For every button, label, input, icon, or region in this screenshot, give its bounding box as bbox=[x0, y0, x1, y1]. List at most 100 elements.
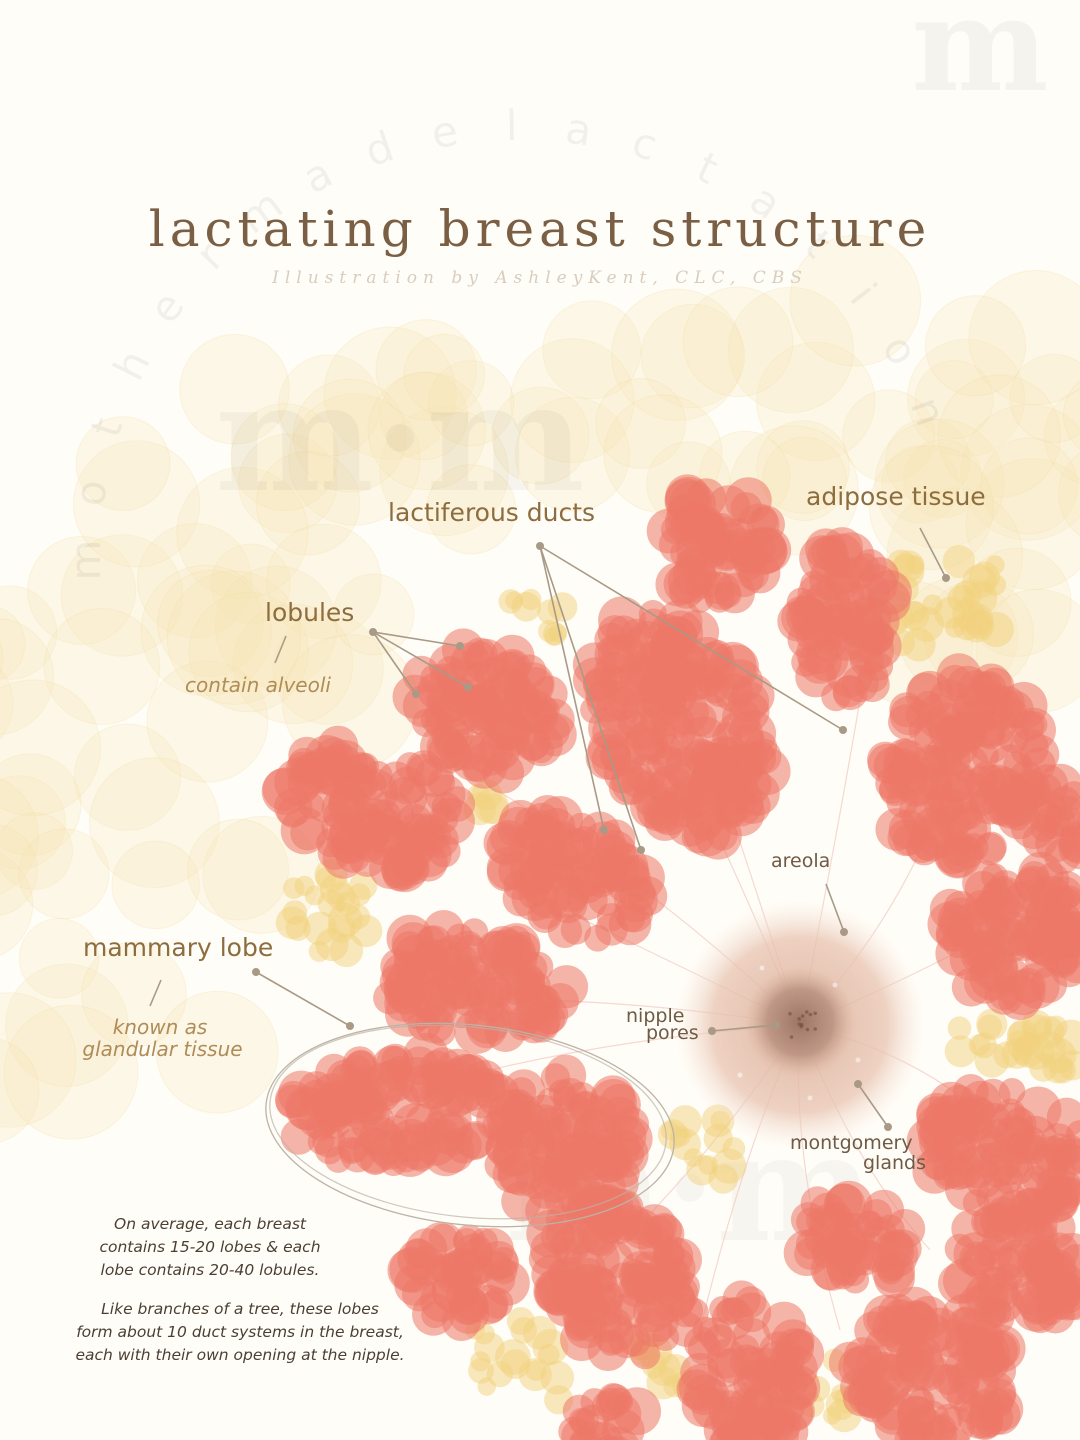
alveolus bbox=[491, 1133, 536, 1177]
alveolus bbox=[935, 1427, 971, 1440]
duct-leader-1-dot bbox=[599, 825, 608, 834]
fat-cell bbox=[1062, 380, 1080, 450]
fat-cell bbox=[255, 451, 361, 556]
montgomery-gland bbox=[855, 1057, 861, 1063]
fat-cell bbox=[73, 440, 201, 568]
fat-cell bbox=[140, 564, 273, 697]
fat-cell bbox=[285, 915, 311, 942]
fat-cell bbox=[978, 611, 1014, 648]
alveolus bbox=[639, 704, 671, 736]
watermark-arc-letter: t bbox=[689, 142, 725, 193]
alveolus bbox=[504, 678, 539, 713]
fat-cell bbox=[727, 286, 855, 414]
alveolus bbox=[863, 651, 894, 681]
fat-cell bbox=[0, 775, 67, 870]
lobule-cluster bbox=[483, 795, 668, 952]
alveolus bbox=[979, 1204, 1013, 1238]
alveolus bbox=[412, 1292, 455, 1336]
alveolus bbox=[427, 964, 466, 1002]
alveolus bbox=[522, 1094, 565, 1137]
alveolus bbox=[975, 1078, 1011, 1114]
alveolus bbox=[569, 1430, 599, 1440]
alveolus bbox=[1022, 1166, 1052, 1195]
fat-cell bbox=[789, 234, 922, 367]
alveolus bbox=[494, 648, 531, 686]
alveolus bbox=[1030, 814, 1058, 842]
alveolus bbox=[499, 799, 542, 843]
fat-cell bbox=[698, 1155, 718, 1175]
nipple-pore bbox=[789, 1035, 794, 1039]
adipose-leader-dot bbox=[941, 573, 950, 582]
fat-cell bbox=[176, 466, 309, 600]
alveolus bbox=[646, 790, 692, 836]
alveolus bbox=[525, 1190, 566, 1232]
alveolus bbox=[866, 1305, 896, 1335]
alveolus bbox=[670, 505, 709, 544]
note-line: contains 15-20 lobes & each bbox=[99, 1238, 321, 1256]
fat-cell bbox=[426, 464, 517, 555]
alveolus bbox=[1058, 824, 1080, 870]
alveolus bbox=[750, 507, 778, 535]
fat-cell bbox=[303, 911, 337, 946]
fat-cell bbox=[379, 406, 509, 537]
lobules-leader-3 bbox=[372, 631, 417, 695]
label-lobules-sub: contain alveoli bbox=[185, 673, 331, 697]
fat-cell bbox=[903, 439, 983, 519]
nipple-pore bbox=[805, 1027, 810, 1032]
fat-cell bbox=[0, 641, 4, 675]
watermark-arc-letter: e bbox=[428, 106, 462, 159]
alveolus bbox=[749, 1356, 778, 1385]
lobule-cluster bbox=[646, 474, 792, 614]
mammary-lobe-leader-dot bbox=[345, 1021, 354, 1030]
alveolus bbox=[838, 1346, 878, 1387]
alveolus bbox=[716, 711, 764, 759]
fat-cell bbox=[0, 585, 58, 680]
alveolus bbox=[454, 1248, 494, 1287]
fat-cell bbox=[885, 418, 971, 504]
alveolus bbox=[719, 1419, 758, 1440]
alveolus bbox=[832, 675, 865, 708]
alveolus bbox=[461, 955, 490, 985]
fat-cell bbox=[0, 824, 38, 917]
watermark-arc-letter: e bbox=[139, 283, 194, 333]
fat-cell bbox=[1043, 389, 1080, 484]
fat-cell bbox=[5, 963, 129, 1087]
alveolus bbox=[554, 859, 582, 888]
nipple-pores-leader-dot bbox=[707, 1027, 716, 1036]
nipple-pore bbox=[797, 1017, 801, 1021]
fat-cell bbox=[944, 1035, 977, 1068]
lobe-ring-inner bbox=[269, 1024, 667, 1220]
alveolus bbox=[816, 535, 847, 566]
alveolus bbox=[701, 783, 730, 811]
alveolus bbox=[372, 1045, 412, 1085]
alveolus bbox=[977, 1131, 1011, 1165]
illustration-credit: Illustration by AshleyKent, CLC, CBS bbox=[272, 268, 808, 288]
alveolus bbox=[962, 860, 1007, 905]
fat-cell bbox=[874, 418, 1005, 549]
nipple-pores-leader-dot bbox=[771, 1020, 780, 1029]
fat-cell bbox=[335, 891, 361, 917]
lobule-cluster bbox=[867, 653, 1060, 879]
lobule-cluster bbox=[777, 527, 912, 712]
lobules-leader-2-dot bbox=[463, 682, 472, 691]
alveolus bbox=[919, 1107, 965, 1153]
lobule-cluster bbox=[482, 1054, 653, 1232]
alveolus bbox=[476, 1291, 508, 1323]
label-lactiferous-ducts: lactiferous ducts bbox=[388, 498, 596, 527]
alveolus bbox=[400, 1064, 442, 1106]
lobule-cluster bbox=[783, 1180, 926, 1299]
fat-cell bbox=[188, 591, 309, 713]
fat-cell bbox=[515, 396, 630, 512]
alveolus bbox=[608, 902, 652, 946]
duct-leader-3 bbox=[539, 545, 844, 731]
watermark-arc-letter: a bbox=[563, 104, 595, 156]
alveolus bbox=[907, 831, 942, 866]
alveolus bbox=[988, 979, 1020, 1011]
lobule-cluster bbox=[938, 1189, 1080, 1336]
fat-cell bbox=[985, 555, 1005, 575]
duct-leader-2-dot bbox=[636, 845, 645, 854]
alveolus bbox=[489, 710, 531, 752]
lobule-cluster bbox=[392, 628, 577, 794]
alveolus bbox=[560, 1317, 604, 1362]
alveolus bbox=[335, 837, 371, 873]
